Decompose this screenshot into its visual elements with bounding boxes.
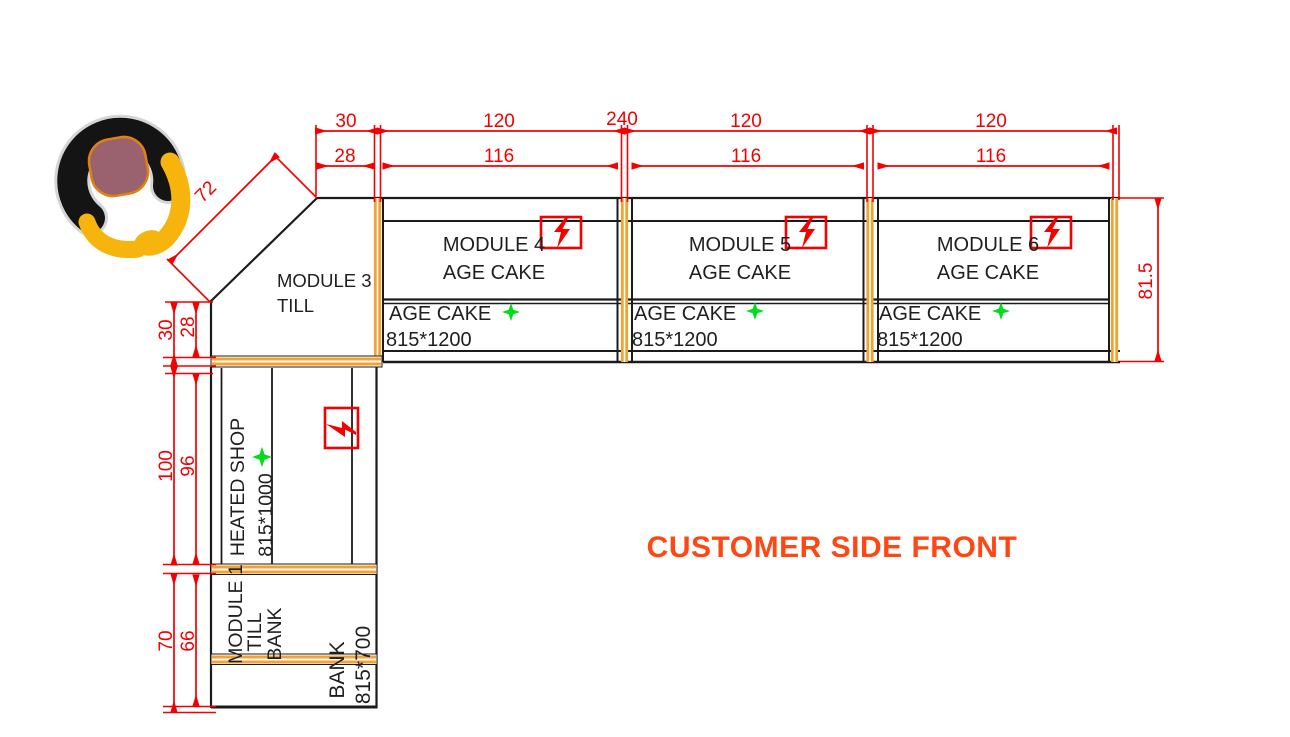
module3-type: TILL <box>277 295 314 316</box>
dim-top-120b: 120 <box>730 111 762 132</box>
module4-name: MODULE 4 <box>443 234 545 256</box>
dim-top-120a: 120 <box>483 111 515 132</box>
dim-left-28: 28 <box>178 316 199 337</box>
dim-top-28: 28 <box>334 146 355 167</box>
module6-name: MODULE 6 <box>937 234 1039 256</box>
dim-right-81-5: 81.5 <box>1136 263 1157 300</box>
heated-shop-size: 815*1000 <box>255 473 277 557</box>
dim-diagonal-72: 72 <box>191 177 221 207</box>
dim-top-116b: 116 <box>731 146 761 167</box>
left-arm <box>78 213 147 259</box>
dim-top-116c: 116 <box>976 146 1006 167</box>
power-outlet-icon-heated-shop <box>323 406 360 450</box>
power-outlet-icon-module4 <box>539 215 583 250</box>
dim-top-30: 30 <box>335 111 356 132</box>
hands <box>134 230 162 250</box>
diamond-icon-heated-shop <box>251 446 273 468</box>
module5-strip-label: AGE CAKE <box>634 303 736 325</box>
module6-strip-size: 815*1200 <box>877 329 963 351</box>
dimension-labels: 30 120 240 120 120 28 116 116 116 72 30 … <box>156 109 1157 652</box>
module1-type: TILL <box>244 612 266 651</box>
module4-type: AGE CAKE <box>443 262 545 284</box>
dim-top-120c: 120 <box>975 111 1007 132</box>
module5-strip-size: 815*1200 <box>632 329 718 351</box>
dimension-lines <box>163 125 1164 714</box>
dim-top-116a: 116 <box>484 146 514 167</box>
module6-strip-label: AGE CAKE <box>879 303 981 325</box>
dim-left-66: 66 <box>178 630 199 651</box>
diamond-icon-module6 <box>992 302 1010 320</box>
head <box>87 135 150 198</box>
dim-left-70: 70 <box>156 630 177 651</box>
diamond-markers <box>251 302 1010 468</box>
module1-name: MODULE 1 <box>225 564 247 664</box>
module5-type: AGE CAKE <box>689 262 791 284</box>
bank-label: BANK <box>326 641 349 698</box>
module4-strip-size: 815*1200 <box>386 329 472 351</box>
dim-top-240: 240 <box>606 109 638 130</box>
diamond-icon-module4 <box>502 303 520 321</box>
module4-strip-label: AGE CAKE <box>389 303 491 325</box>
module-labels: MODULE 3 TILL MODULE 4 AGE CAKE AGE CAKE… <box>225 234 1039 704</box>
module5-name: MODULE 5 <box>689 234 791 256</box>
dim-left-30: 30 <box>156 319 177 340</box>
person-top-view-icon <box>54 114 191 259</box>
dim-left-96: 96 <box>178 455 199 476</box>
module3-name: MODULE 3 <box>277 270 372 291</box>
counter-posts <box>210 198 1119 665</box>
module6-type: AGE CAKE <box>937 262 1039 284</box>
bank-size: 815*700 <box>352 626 375 704</box>
power-outlet-icon-module6 <box>1029 215 1073 250</box>
drawing-title: CUSTOMER SIDE FRONT <box>647 531 1018 564</box>
diamond-icon-module5 <box>746 302 764 320</box>
heated-shop-label: HEATED SHOP <box>227 418 249 556</box>
power-outlet-icon-module5 <box>784 215 828 250</box>
power-outlet-icons <box>323 215 1073 450</box>
dim-left-100: 100 <box>156 450 177 482</box>
counter-outline <box>209 196 1120 709</box>
module1-type2: BANK <box>264 607 286 660</box>
